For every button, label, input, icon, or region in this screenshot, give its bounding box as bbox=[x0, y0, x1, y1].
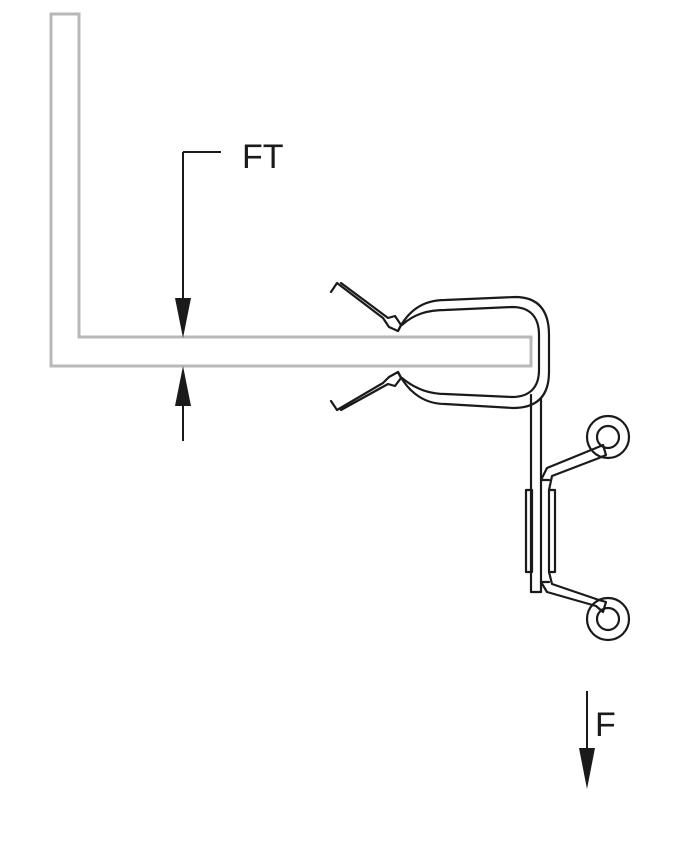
clip-loop-outer bbox=[396, 295, 551, 410]
clip-lower-tab bbox=[329, 370, 403, 412]
thickness-label: FT bbox=[242, 138, 284, 176]
clip-loop-inner bbox=[400, 305, 541, 399]
force-arrow-down-icon bbox=[579, 748, 595, 789]
thickness-dimension bbox=[175, 151, 221, 441]
force-arrow bbox=[579, 691, 595, 789]
clip-lower-arm bbox=[539, 570, 608, 614]
upper-eyelet-icon bbox=[585, 414, 631, 460]
thickness-arrow-up-icon bbox=[175, 366, 191, 406]
spring-clip bbox=[329, 281, 608, 614]
clip-upper-arm bbox=[539, 443, 608, 492]
panel-outline bbox=[49, 12, 533, 368]
clip-upper-tab bbox=[329, 281, 403, 333]
clip-plate-right bbox=[547, 488, 557, 574]
force-label: F bbox=[595, 706, 616, 744]
thickness-arrow-down-icon bbox=[175, 298, 191, 338]
eyelets bbox=[585, 414, 631, 642]
clip-plate-left bbox=[524, 488, 534, 574]
lower-eyelet-icon bbox=[585, 596, 631, 642]
